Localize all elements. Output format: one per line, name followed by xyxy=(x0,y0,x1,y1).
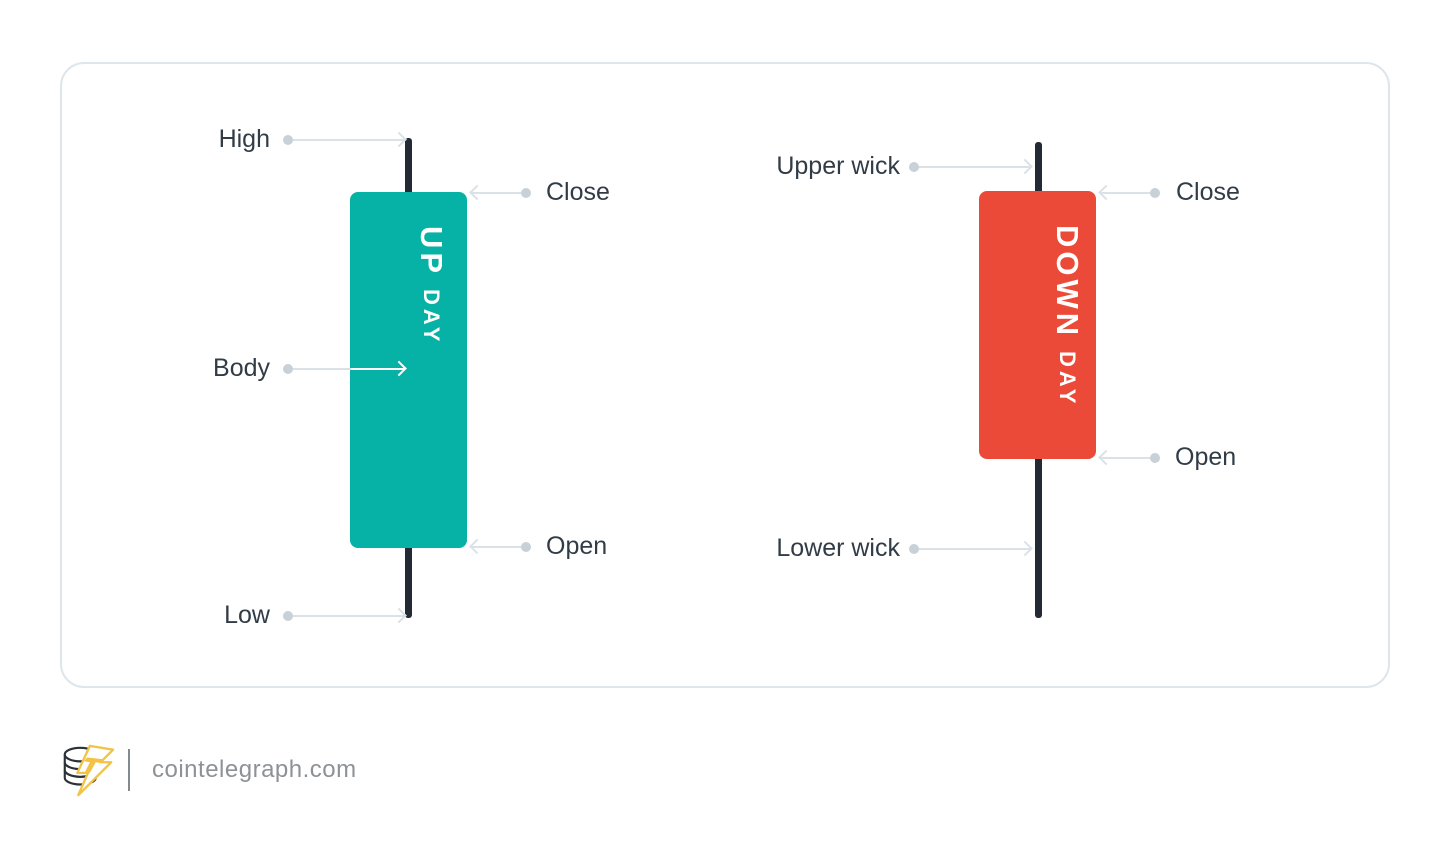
footer: cointelegraph.com xyxy=(58,740,357,800)
lower-wick-label: Lower wick xyxy=(776,534,900,562)
arrow-dot xyxy=(283,611,293,621)
upper-wick-label: Upper wick xyxy=(776,152,900,180)
body-arrow-inner xyxy=(351,360,407,377)
footer-site-text: cointelegraph.com xyxy=(152,756,357,783)
up-candle-body: UP DAY xyxy=(350,192,467,548)
arrow-dot xyxy=(1150,188,1160,198)
up-close-label: Close xyxy=(546,178,610,206)
up-close-arrow xyxy=(469,184,531,201)
body-arrow-outer xyxy=(283,364,352,374)
low-arrow xyxy=(283,607,407,624)
up-candle-body-label: UP DAY xyxy=(414,226,449,346)
down-close-label: Close xyxy=(1176,178,1240,206)
low-label: Low xyxy=(224,601,270,629)
diagram-frame xyxy=(60,62,1390,688)
arrow-dot xyxy=(283,364,293,374)
body-label: Body xyxy=(213,354,270,382)
arrow-dot xyxy=(909,162,919,172)
arrow-dot xyxy=(283,135,293,145)
arrow-dot xyxy=(909,544,919,554)
down-candle-body-label: DOWN DAY xyxy=(1050,225,1085,408)
cointelegraph-logo-icon xyxy=(63,744,115,797)
lower-wick-arrow xyxy=(909,540,1033,557)
arrow-dot xyxy=(521,188,531,198)
up-open-label: Open xyxy=(546,532,608,560)
down-close-arrow xyxy=(1098,184,1160,201)
down-candle-body: DOWN DAY xyxy=(979,191,1096,459)
upper-wick-arrow xyxy=(909,158,1033,175)
high-arrow xyxy=(283,131,407,148)
arrow-dot xyxy=(1150,453,1160,463)
up-candle-label-main: UP xyxy=(414,226,449,278)
arrow-dot xyxy=(521,542,531,552)
up-open-arrow xyxy=(469,538,531,555)
footer-divider xyxy=(128,749,130,791)
down-open-arrow xyxy=(1098,449,1160,466)
down-candle-label-sub: DAY xyxy=(1055,351,1080,408)
down-open-label: Open xyxy=(1175,443,1237,471)
down-candle-label-main: DOWN xyxy=(1050,225,1085,340)
up-candle-label-sub: DAY xyxy=(419,289,444,346)
high-label: High xyxy=(218,125,270,153)
